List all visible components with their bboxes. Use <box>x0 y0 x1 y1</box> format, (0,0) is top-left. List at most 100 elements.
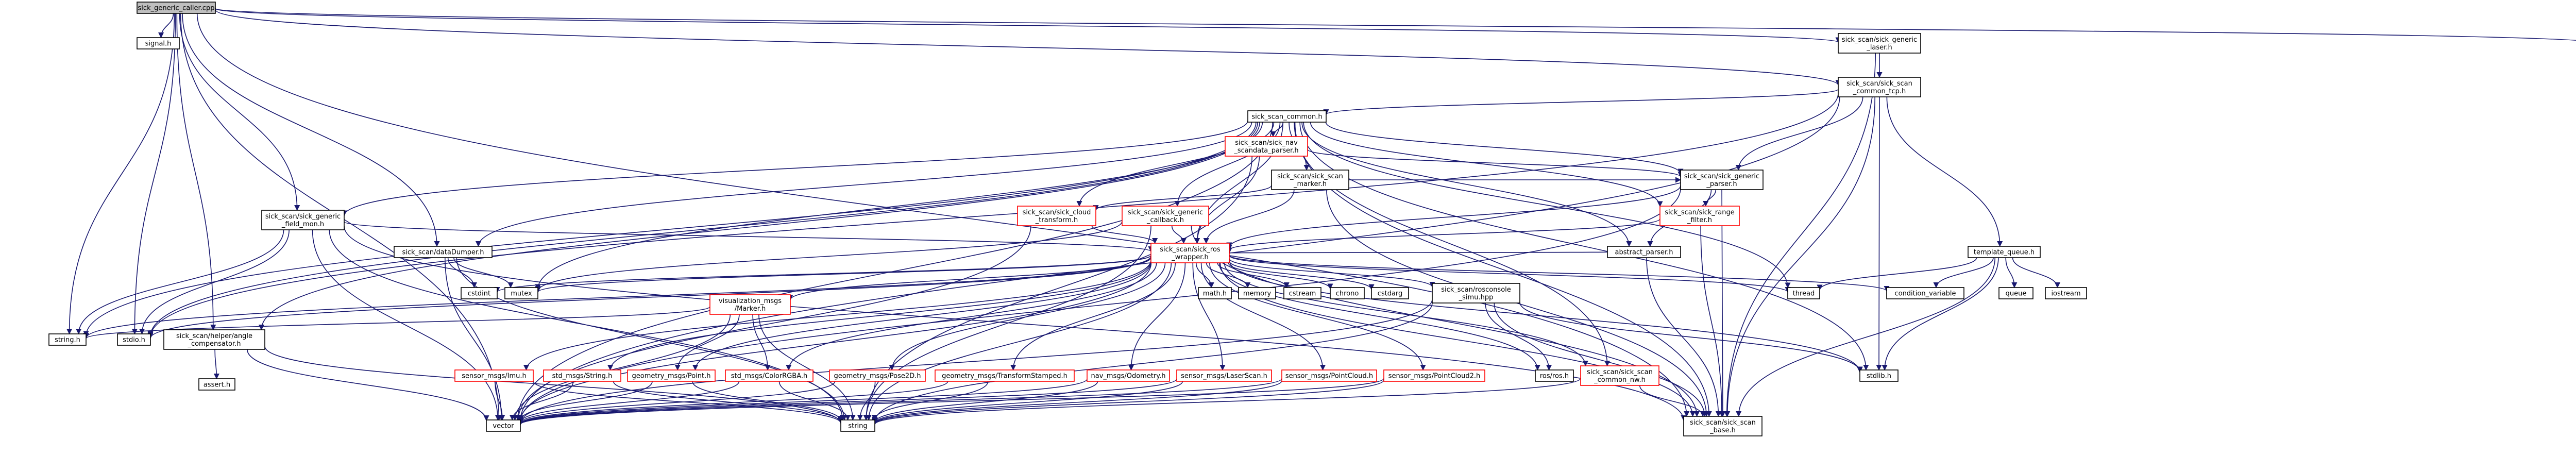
edge-pointcloud_h-to-string <box>872 380 1282 425</box>
node-laserscan-h[interactable]: sensor_msgs/LaserScan.h <box>1176 369 1272 382</box>
node-assert-h[interactable]: assert.h <box>198 378 235 391</box>
node-thread[interactable]: thread <box>1787 287 1820 299</box>
node-common-nw[interactable]: sick_scan/sick_scan_common_nw.h <box>1580 365 1659 386</box>
edge-ros_wrapper-to-condition_variable <box>1229 255 1890 292</box>
edge-rosconsole-to-stdlib_h <box>1519 302 1863 373</box>
node-label: _filter.h <box>1687 216 1712 224</box>
node-box <box>1838 77 1921 97</box>
edge-pointcloud_h-to-vector <box>517 378 1282 426</box>
node-box <box>137 37 180 49</box>
node-queue[interactable]: queue <box>1998 287 2033 299</box>
node-stdio-h[interactable]: stdio.h <box>117 333 151 346</box>
node-vector[interactable]: vector <box>486 419 521 432</box>
node-chrono[interactable]: chrono <box>1330 287 1365 299</box>
node-label: sick_scan/dataDumper.h <box>402 249 484 257</box>
node-scan-marker[interactable]: sick_scan/sick_scan_marker.h <box>1271 170 1349 190</box>
edge-generic_callback-to-ros_wrapper <box>1171 225 1187 244</box>
edge-datadumper-to-string <box>456 257 848 421</box>
node-ros-wrapper[interactable]: sick_scan/sick_ros_wrapper.h <box>1150 243 1230 263</box>
node-ros-h[interactable]: ros/ros.h <box>1535 369 1574 382</box>
node-cloud-transform[interactable]: sick_scan/sick_cloud_transform.h <box>1017 206 1096 226</box>
node-stdstring-h[interactable]: std_msgs/String.h <box>543 369 621 382</box>
node-template-queue[interactable]: template_queue.h <box>1968 246 2041 258</box>
edge-root-to-stdio_h <box>131 13 176 335</box>
node-generic-parser[interactable]: sick_scan/sick_generic_parser.h <box>1680 170 1764 190</box>
node-box <box>48 333 87 346</box>
edge-field_mon-to-ros_wrapper <box>344 221 1154 252</box>
edge-field_mon-to-string_h <box>76 229 284 335</box>
edge-cloud_transform-to-ros_wrapper <box>1091 225 1158 244</box>
edge-angle_comp-to-string <box>264 346 844 424</box>
node-label: _callback.h <box>1146 216 1184 224</box>
node-pointcloud-h[interactable]: sensor_msgs/PointCloud.h <box>1281 369 1377 382</box>
node-imu-h[interactable]: sensor_msgs/Imu.h <box>454 369 534 382</box>
node-range-filter[interactable]: sick_scan/sick_range_filter.h <box>1659 206 1740 226</box>
node-abstract-parser[interactable]: abstract_parser.h <box>1607 246 1681 258</box>
edge-ros_wrapper-to-string_h <box>83 256 1151 339</box>
node-memory[interactable]: memory <box>1238 287 1276 299</box>
node-box <box>1968 246 2041 258</box>
node-label: sick_scan/sick_scan <box>1846 80 1912 88</box>
node-box <box>627 369 716 382</box>
edge-ros_wrapper-to-string <box>866 262 1172 421</box>
edge-range_filter-to-ros_wrapper <box>1226 218 1660 251</box>
node-box <box>1271 170 1349 190</box>
node-box <box>840 419 875 432</box>
node-label: string.h <box>55 336 80 344</box>
node-scan-base[interactable]: sick_scan/sick_scan_base.h <box>1683 416 1762 436</box>
node-generic-callback[interactable]: sick_scan/sick_generic_callback.h <box>1122 206 1209 226</box>
node-pose2d-h[interactable]: geometry_msgs/Pose2D.h <box>829 369 926 382</box>
node-box <box>1330 287 1365 299</box>
node-iostream[interactable]: iostream <box>2045 287 2087 299</box>
node-box <box>137 2 216 14</box>
node-label: nav_msgs/Odometry.h <box>1091 373 1166 380</box>
node-root[interactable]: sick_generic_caller.cpp <box>137 2 216 14</box>
node-point-h[interactable]: geometry_msgs/Point.h <box>627 369 716 382</box>
node-box <box>504 287 538 299</box>
edge-root-to-generic_laser <box>215 8 1841 43</box>
node-box <box>461 287 498 299</box>
node-cstream[interactable]: cstream <box>1283 287 1321 299</box>
node-box <box>117 333 151 346</box>
node-odometry-h[interactable]: nav_msgs/Odometry.h <box>1087 369 1170 382</box>
node-signal-h[interactable]: signal.h <box>137 37 180 49</box>
node-string-h[interactable]: string.h <box>48 333 87 346</box>
edge-ros_wrapper-to-imu_h <box>523 260 1151 371</box>
node-stdlib-h[interactable]: stdlib.h <box>1859 369 1899 382</box>
node-viz-marker[interactable]: visualization_msgs/Marker.h <box>709 294 791 315</box>
edge-common_tcp-to-template_queue <box>1886 96 2003 247</box>
edge-abstract_parser-to-scan_base <box>1646 257 1721 417</box>
edge-imu_h-to-vector <box>495 381 505 421</box>
edge-colorrgba_h-to-string <box>778 381 851 421</box>
node-label: geometry_msgs/TransformStamped.h <box>942 373 1067 380</box>
node-common-tcp[interactable]: sick_scan/sick_scan_common_tcp.h <box>1838 77 1921 97</box>
node-angle-comp[interactable]: sick_scan/helper/angle_compensator.h <box>163 329 265 350</box>
node-tfstamped-h[interactable]: geometry_msgs/TransformStamped.h <box>935 369 1075 382</box>
node-condition-variable[interactable]: condition_variable <box>1886 287 1964 299</box>
node-datadumper[interactable]: sick_scan/dataDumper.h <box>394 246 493 258</box>
node-cstdarg[interactable]: cstdarg <box>1371 287 1409 299</box>
node-label: sick_scan/sick_nav <box>1235 139 1298 147</box>
node-box <box>1225 136 1308 157</box>
node-colorrgba-h[interactable]: std_msgs/ColorRGBA.h <box>725 369 814 382</box>
node-cstdint[interactable]: cstdint <box>461 287 498 299</box>
node-label: _scandata_parser.h <box>1233 147 1298 155</box>
node-generic-laser[interactable]: sick_scan/sick_generic_laser.h <box>1838 33 1921 54</box>
edge-viz_marker-to-point_h <box>674 314 740 371</box>
edge-pointcloud2_h-to-vector <box>517 378 1384 426</box>
edge-common_h-to-angle_comp <box>258 122 1260 331</box>
node-box <box>1247 110 1327 123</box>
edge-template_queue-to-stdlib_h <box>1882 257 1999 371</box>
node-math-h[interactable]: math.h <box>1198 287 1232 299</box>
node-label: math.h <box>1203 290 1227 298</box>
node-common-h[interactable]: sick_scan_common.h <box>1247 110 1327 123</box>
edge-ros_wrapper-to-memory <box>1206 262 1251 289</box>
node-mutex[interactable]: mutex <box>504 287 538 299</box>
node-rosconsole[interactable]: sick_scan/rosconsole_simu.hpp <box>1432 283 1520 304</box>
node-field-mon[interactable]: sick_scan/sick_generic_field_mon.h <box>261 210 345 230</box>
node-pointcloud2-h[interactable]: sensor_msgs/PointCloud2.h <box>1383 369 1485 382</box>
node-string[interactable]: string <box>840 419 875 432</box>
edge-cloud_transform-to-vector <box>515 225 1031 421</box>
node-nav-scandata[interactable]: sick_scan/sick_nav_scandata_parser.h <box>1225 136 1308 157</box>
node-label: sick_scan/sick_generic <box>1128 209 1203 216</box>
